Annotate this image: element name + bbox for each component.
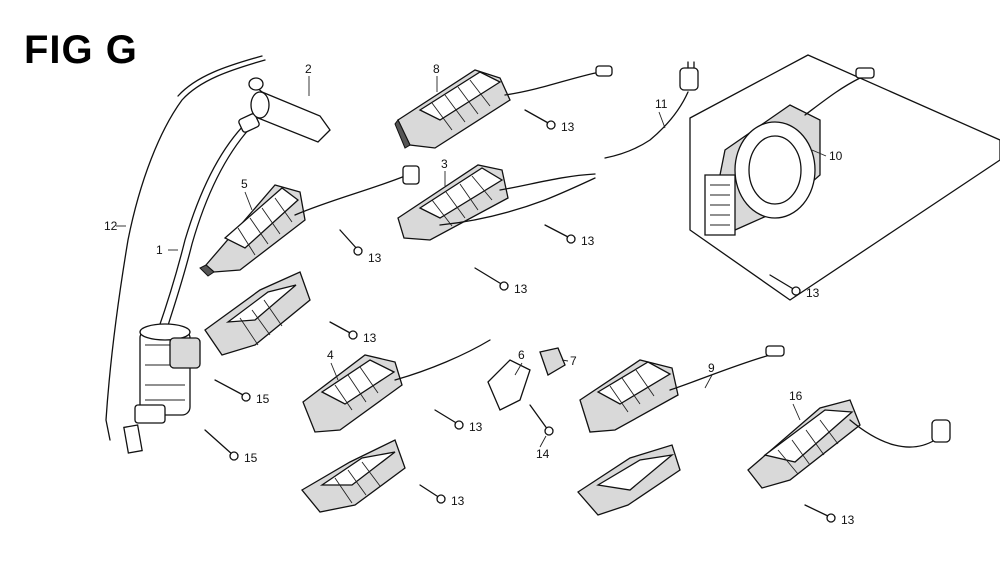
label-part-6: 6 [518,348,525,362]
label-bolt-15: 15 [244,451,258,465]
part-labels: 2 8 3 11 10 5 12 1 4 6 7 9 16 14 [104,62,843,461]
part-5b-coil [204,271,311,356]
label-bolt-13: 13 [841,513,855,527]
label-part-12: 12 [104,219,118,233]
label-part-1: 1 [156,243,163,257]
bolts [204,109,836,523]
part-7-clip [539,347,566,376]
label-part-10: 10 [829,149,843,163]
figure-title: FIG G [24,28,138,72]
label-bolt-13: 13 [806,286,820,300]
label-part-4: 4 [327,348,334,362]
label-part-2: 2 [305,62,312,76]
part-1-ignition-coil [134,113,260,424]
label-bolt-15: 15 [256,392,270,406]
label-part-9: 9 [708,361,715,375]
part-11-wire [604,61,699,159]
label-bolt-13: 13 [581,234,595,248]
label-bolt-13: 13 [469,420,483,434]
label-part-8: 8 [433,62,440,76]
label-bolt-13: 13 [368,251,382,265]
leader-lines [116,76,827,448]
part-5-coil [199,165,420,277]
part-4-coil [302,339,491,433]
label-bolt-13: 13 [561,120,575,134]
label-bolt-13: 13 [514,282,528,296]
label-part-7: 7 [570,354,577,368]
label-part-16: 16 [789,389,803,403]
label-part-3: 3 [441,157,448,171]
part-3-coil [397,164,596,241]
part-2-plug-cap [248,77,331,143]
bolt-labels: 13 13 13 13 13 13 13 13 13 15 15 [244,120,855,527]
part-12-cable [105,55,266,454]
part-8-coil [394,65,613,149]
label-part-5: 5 [241,177,248,191]
part-9-coil [577,345,785,516]
part-16-coil [747,399,951,489]
label-part-11: 11 [655,97,668,111]
label-bolt-13: 13 [451,494,465,508]
part-4b-coil [301,439,406,513]
label-part-14: 14 [536,447,550,461]
part-6-bracket [487,359,531,411]
part-10-stator [689,54,1000,301]
label-bolt-13: 13 [363,331,377,345]
